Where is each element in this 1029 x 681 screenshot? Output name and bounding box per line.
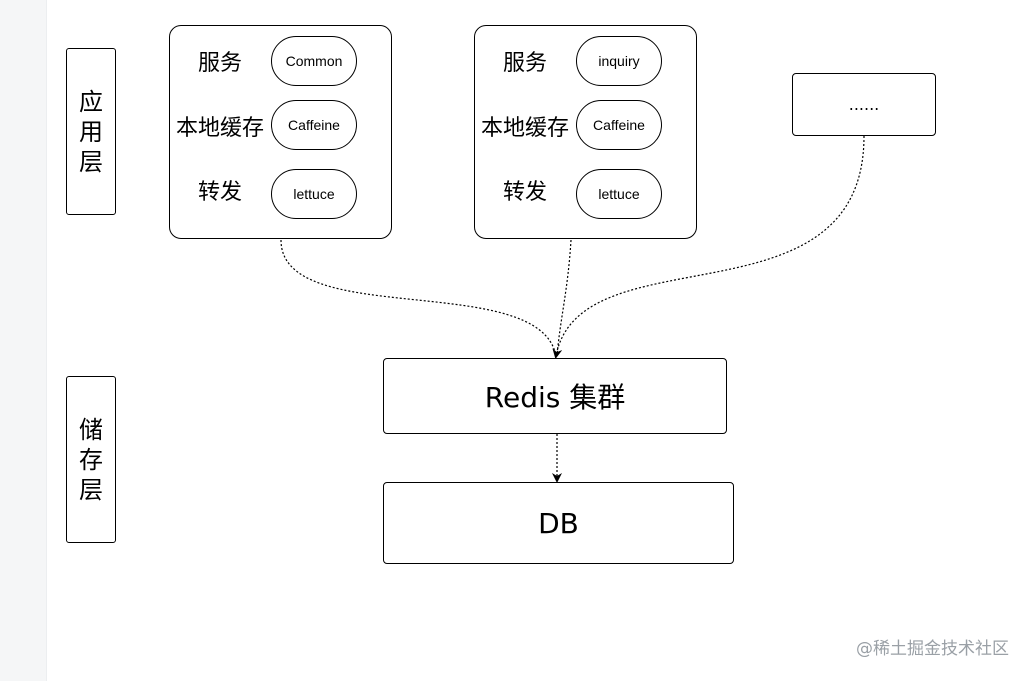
left-margin-strip bbox=[0, 0, 47, 681]
edge-inquiry-to-redis bbox=[556, 239, 572, 357]
watermark: @稀土掘金技术社区 bbox=[856, 639, 1009, 659]
forward-node-lettuce: lettuce bbox=[271, 169, 357, 219]
service-row-label: 服务 bbox=[197, 51, 243, 76]
cache-node-caffeine: Caffeine bbox=[271, 100, 357, 150]
db-box: DB bbox=[383, 482, 734, 564]
redis-cluster-box: Redis 集群 bbox=[383, 358, 727, 434]
service-node-inquiry: inquiry bbox=[576, 36, 662, 86]
forward-row-label: 转发 bbox=[502, 180, 548, 205]
edge-more-to-redis bbox=[552, 135, 865, 359]
edge-common-to-redis bbox=[280, 239, 557, 357]
forward-node-lettuce: lettuce bbox=[576, 169, 662, 219]
application-layer-label: 应用层 bbox=[66, 48, 116, 215]
more-services-box: ...... bbox=[792, 73, 936, 136]
storage-layer-label: 储存层 bbox=[66, 376, 116, 543]
local-cache-row-label: 本地缓存 bbox=[480, 116, 570, 141]
forward-row-label: 转发 bbox=[197, 180, 243, 205]
local-cache-row-label: 本地缓存 bbox=[175, 116, 265, 141]
cache-node-caffeine: Caffeine bbox=[576, 100, 662, 150]
service-row-label: 服务 bbox=[502, 51, 548, 76]
service-node-common: Common bbox=[271, 36, 357, 86]
